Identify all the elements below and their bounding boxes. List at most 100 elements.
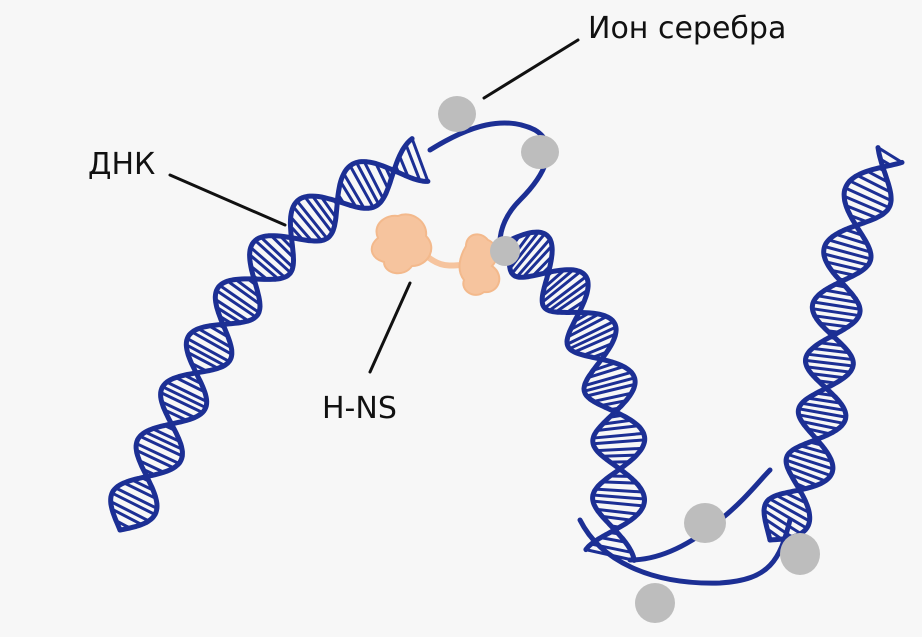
middle-helix-base-pair xyxy=(601,453,639,458)
right-helix-base-pair xyxy=(844,204,879,220)
middle-helix-base-pair xyxy=(543,275,588,310)
left-helix-base-pair xyxy=(159,391,204,415)
right-helix-base-pair xyxy=(791,448,834,463)
left-helix-base-pair xyxy=(185,337,231,363)
left-helix-base-pair xyxy=(289,215,314,243)
right-helix-base-pair xyxy=(823,244,873,261)
left-helix-base-pair xyxy=(355,161,381,206)
right-helix-base-pair xyxy=(784,458,833,478)
right-helix-base-pair xyxy=(810,307,861,318)
silver-ion xyxy=(780,533,820,575)
silver-ion xyxy=(438,96,476,132)
left-helix-base-pair xyxy=(163,408,189,422)
silver-ions xyxy=(438,96,820,623)
left-helix-base-pair xyxy=(130,478,155,492)
left-helix-base-pair xyxy=(234,277,261,299)
middle-helix-base-pair xyxy=(591,431,646,440)
left-helix-base-pair xyxy=(110,491,157,516)
left-helix-base-pair xyxy=(134,442,181,465)
middle-helix-base-pair xyxy=(594,487,645,494)
middle-helix-base-pair xyxy=(515,237,552,279)
right-helix-base-pair xyxy=(818,321,850,329)
left-helix-base-pair xyxy=(253,238,293,275)
left-helix-base-pair xyxy=(215,305,243,325)
right-helix-base-pair xyxy=(816,294,860,304)
middle-helix-base-pair xyxy=(595,446,644,453)
right-helix-base-pair xyxy=(865,169,890,184)
right-helix-base-pair xyxy=(806,396,843,405)
left-helix-base-pair xyxy=(165,380,209,404)
right-helix-base-pair xyxy=(768,497,811,523)
left-helix-base-pair xyxy=(213,297,250,323)
middle-helix-base-pair xyxy=(601,418,633,426)
left-helix-base-pair xyxy=(160,400,197,420)
middle-helix-base-pair xyxy=(599,536,627,544)
right-helix-base-pair xyxy=(876,146,904,164)
left-helix-base-pair xyxy=(291,205,323,243)
dna-bottom-strand xyxy=(577,517,793,586)
right-helix-base-pair xyxy=(810,346,851,355)
left-helix-base-pair xyxy=(122,481,158,500)
right-helix-base-pair xyxy=(797,407,848,419)
hns-callout-line xyxy=(368,281,412,374)
middle-helix-base-pair xyxy=(568,325,618,351)
left-helix-base-pair xyxy=(295,199,329,240)
middle-helix-base-pair xyxy=(540,270,582,304)
left-helix-strand-2 xyxy=(108,136,415,533)
left-helix-base-pair xyxy=(215,289,258,319)
left-helix-base-pair xyxy=(143,430,184,451)
middle-helix-base-pair xyxy=(591,438,647,446)
left-helix-base-pair xyxy=(134,448,176,470)
left-helix-base-pair xyxy=(374,162,390,190)
middle-helix-base-pair xyxy=(600,514,633,522)
middle-helix-base-pair xyxy=(595,424,640,433)
middle-helix-base-pair xyxy=(541,268,575,298)
middle-helix-base-pair xyxy=(595,507,640,516)
right-helix-base-pair xyxy=(798,444,830,455)
left-helix-base-pair xyxy=(174,376,207,394)
middle-helix-base-pair xyxy=(542,268,566,290)
left-helix-base-pair xyxy=(184,343,227,367)
middle-helix-base-pair xyxy=(592,391,633,403)
middle-helix-base-pair xyxy=(582,376,637,393)
right-helix-base-pair xyxy=(797,413,846,425)
middle-helix-strand-1 xyxy=(506,237,647,553)
right-helix-strand-2 xyxy=(761,159,905,543)
left-helix-base-pair xyxy=(110,507,144,527)
right-helix-base-pair xyxy=(843,186,891,210)
hns-label: H-NS xyxy=(322,391,397,426)
dna-label: ДНК xyxy=(88,147,155,182)
left-helix-base-pair xyxy=(303,195,334,235)
left-helix-base-pair xyxy=(190,330,234,356)
middle-helix-base-pair xyxy=(521,244,554,279)
right-helix-base-pair xyxy=(827,238,872,254)
right-helix-base-pair xyxy=(789,473,819,487)
right-helix-base-pair xyxy=(805,365,852,374)
left-helix-base-pair xyxy=(138,434,184,458)
left-helix-base-pair xyxy=(218,283,261,314)
left-helix-base-pair xyxy=(259,235,295,269)
right-helix-base-pair xyxy=(762,508,803,536)
silver-ion-callout-line xyxy=(482,38,580,100)
dna-callout-line xyxy=(168,173,287,227)
left-helix-base-pair xyxy=(311,194,336,228)
silver-ion xyxy=(490,236,520,266)
left-helix-base-pair xyxy=(151,427,182,443)
right-helix-base-pair xyxy=(774,493,811,515)
left-helix-base-pair xyxy=(161,385,208,410)
right-helix-base-pair xyxy=(800,401,847,412)
right-helix-base-pair xyxy=(805,352,855,362)
left-helix-base-pair xyxy=(185,350,220,370)
right-helix-base-pair xyxy=(855,173,892,194)
middle-helix-base-pair xyxy=(547,281,590,313)
middle-helix-base-pair xyxy=(582,370,633,388)
right-helix-base-pair xyxy=(785,465,827,483)
middle-helix-base-pair xyxy=(554,288,590,314)
left-helix-base-pair xyxy=(348,164,375,209)
left-helix-base-pair xyxy=(362,160,385,201)
left-helix-base-pair xyxy=(319,195,338,220)
middle-helix-base-pair xyxy=(591,499,645,508)
middle-helix-base-pair xyxy=(566,315,609,339)
left-helix-base-pair xyxy=(109,500,151,523)
